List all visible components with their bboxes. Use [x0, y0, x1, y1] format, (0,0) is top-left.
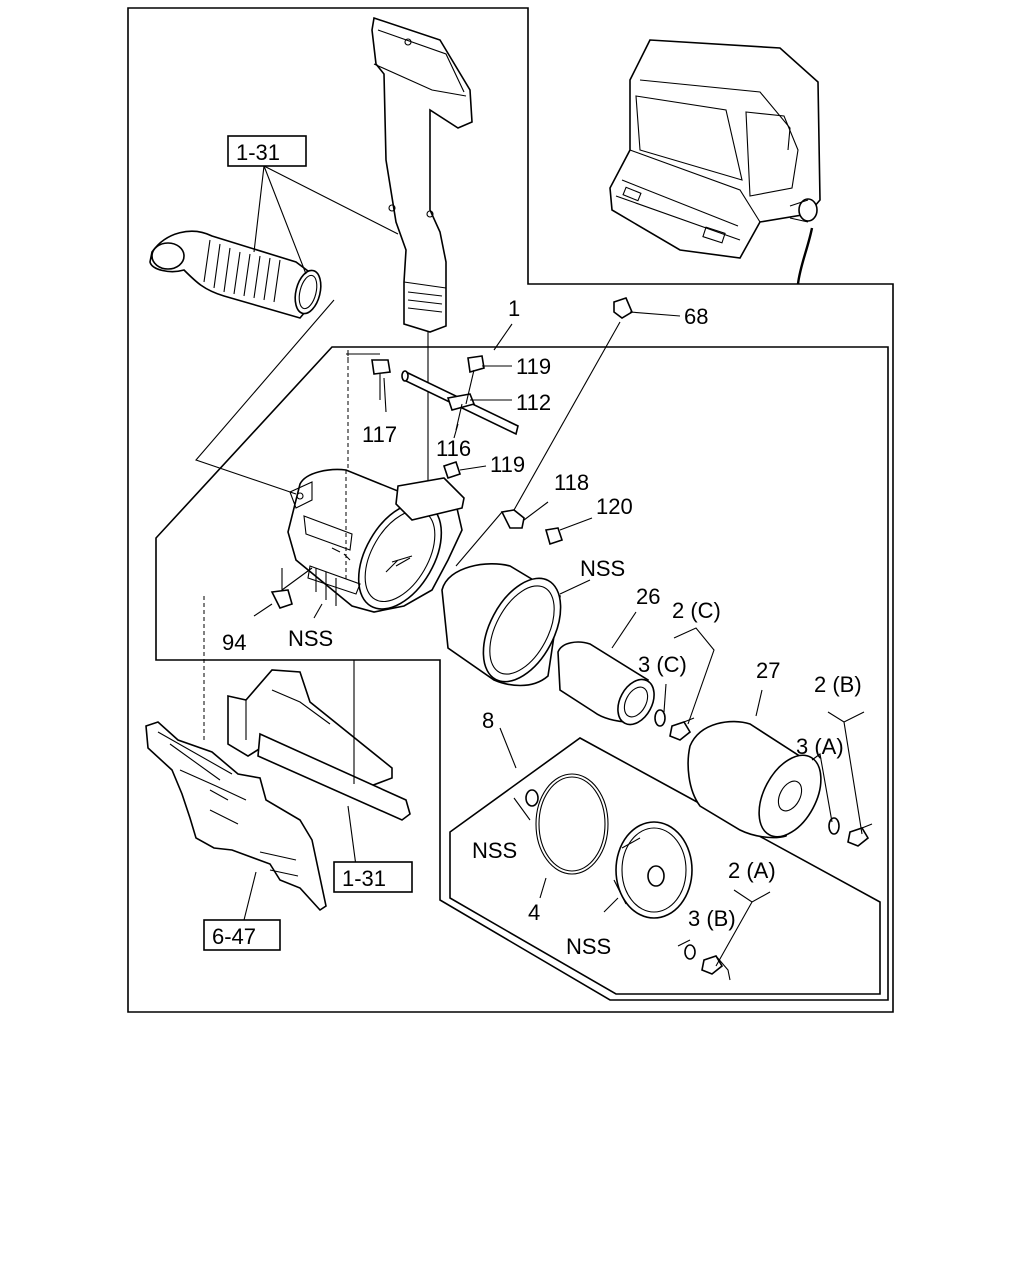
leader-lines	[243, 311, 865, 967]
filter-element-27	[687, 720, 822, 839]
label-nss-washer: NSS	[472, 838, 517, 863]
leader-hose-to-body	[195, 299, 335, 495]
bolt-119-top	[465, 355, 485, 405]
fitting-117	[371, 359, 391, 400]
intake-hose	[149, 230, 322, 319]
nut-120	[544, 527, 564, 546]
label-part-94: 94	[222, 630, 246, 655]
ref-label-1-31-top: 1-31	[236, 140, 280, 165]
label-part-8: 8	[482, 708, 494, 733]
label-part-2b: 2 (B)	[814, 672, 862, 697]
label-part-2a: 2 (A)	[728, 858, 776, 883]
ref-label-6-47: 6-47	[212, 924, 256, 949]
label-part-3c: 3 (C)	[638, 652, 687, 677]
leader-1-31-top	[253, 165, 399, 275]
air-intake-duct	[371, 16, 473, 484]
frame-rail	[227, 660, 411, 821]
label-part-26: 26	[636, 584, 660, 609]
ref-box-1-31-top[interactable]: 1-31	[227, 135, 307, 167]
nut-119	[442, 460, 462, 480]
label-part-27: 27	[756, 658, 780, 683]
ref-box-6-47[interactable]: 6-47	[203, 919, 281, 951]
label-part-120: 120	[596, 494, 633, 519]
ref-label-1-31-bottom: 1-31	[342, 866, 386, 891]
bracket-panel	[145, 721, 327, 912]
cab-icon	[609, 39, 821, 285]
assembly-outline	[155, 346, 889, 1001]
cover-nss	[613, 821, 693, 919]
bolt-94	[270, 567, 313, 609]
label-part-3a: 3 (A)	[796, 734, 844, 759]
label-part-1: 1	[508, 296, 520, 321]
label-part-117: 117	[362, 422, 397, 447]
cover-group-outline	[449, 737, 881, 995]
label-nss-bracket: NSS	[288, 626, 333, 651]
washer-3c	[654, 709, 666, 727]
seal-ring-4	[535, 773, 609, 875]
washer-3b	[684, 944, 696, 960]
safety-element-26	[557, 641, 655, 726]
washer-nss	[525, 789, 539, 807]
label-part-3b: 3 (B)	[688, 906, 736, 931]
wing-nut-2c	[669, 717, 695, 741]
washer-3a	[828, 817, 840, 835]
ref-box-1-31-bottom[interactable]: 1-31	[333, 861, 413, 893]
outer-filter-element	[441, 563, 562, 687]
label-part-119b: 119	[490, 452, 525, 477]
label-nss-filter: NSS	[580, 556, 625, 581]
label-part-118: 118	[554, 470, 589, 495]
label-part-68: 68	[684, 304, 708, 329]
label-nss-cover: NSS	[566, 934, 611, 959]
diagram-frame	[127, 7, 894, 1013]
label-part-119a: 119	[516, 354, 551, 379]
bracket-118	[455, 321, 621, 567]
label-part-116: 116	[436, 436, 471, 461]
label-part-2c: 2 (C)	[672, 598, 721, 623]
label-part-4: 4	[528, 900, 540, 925]
air-cleaner-body	[287, 352, 465, 613]
wing-nut-2a	[701, 955, 731, 981]
label-part-112: 112	[516, 390, 551, 415]
wing-nut-2b	[847, 823, 873, 847]
indicator-68	[613, 297, 634, 319]
dashed-connectors	[203, 350, 349, 740]
